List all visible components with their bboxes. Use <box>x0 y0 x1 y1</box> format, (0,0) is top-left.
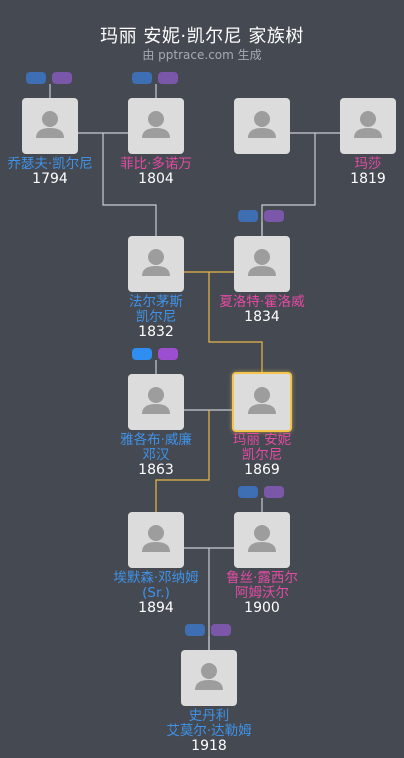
person-card-joseph[interactable] <box>22 98 78 154</box>
person-card-ruth[interactable] <box>234 512 290 568</box>
add-father-badge[interactable] <box>185 624 205 636</box>
descent-line-to-francis <box>102 133 157 236</box>
person-card-mary[interactable] <box>232 372 292 432</box>
add-mother-badge[interactable] <box>211 624 231 636</box>
person-name: 凯尔尼 <box>241 447 283 463</box>
person-birth-year: 1894 <box>138 600 174 616</box>
person-silhouette-icon <box>248 249 276 276</box>
person-silhouette-icon <box>248 111 276 138</box>
person-silhouette-icon <box>248 525 276 552</box>
person-card-martha[interactable] <box>340 98 396 154</box>
add-mother-badge[interactable] <box>264 210 284 222</box>
person-silhouette-icon <box>142 111 170 138</box>
add-mother-badge[interactable] <box>158 72 178 84</box>
person-birth-year: 1804 <box>138 171 174 187</box>
add-mother-badge[interactable] <box>158 348 178 360</box>
person-card-francis[interactable] <box>128 236 184 292</box>
person-name: 埃默森·邓纳姆 <box>113 570 199 586</box>
person-name: 玛丽 安妮 <box>232 432 292 448</box>
person-silhouette-icon <box>36 111 64 138</box>
page-title: 玛丽 安妮·凯尔尼 家族树 <box>100 26 304 47</box>
person-birth-year: 1819 <box>350 171 386 187</box>
person-birth-year: 1900 <box>244 600 280 616</box>
person-silhouette-icon <box>248 387 276 414</box>
person-silhouette-icon <box>142 525 170 552</box>
person-name: 菲比·多诺万 <box>120 156 192 172</box>
descent-line-to-mary <box>208 272 263 374</box>
person-card-stanley[interactable] <box>181 650 237 706</box>
add-father-badge[interactable] <box>238 210 258 222</box>
person-silhouette-icon <box>142 387 170 414</box>
person-name: 艾莫尔·达勒姆 <box>166 723 252 739</box>
add-father-badge[interactable] <box>132 72 152 84</box>
add-mother-badge[interactable] <box>52 72 72 84</box>
person-birth-year: 1794 <box>32 171 68 187</box>
person-name: 雅各布·威廉 <box>120 432 192 448</box>
person-name: 史丹利 <box>188 708 230 724</box>
person-silhouette-icon <box>142 249 170 276</box>
person-card-unknown[interactable] <box>234 98 290 154</box>
person-silhouette-icon <box>195 663 223 690</box>
person-name: 鲁丝·露西尔 <box>226 570 298 586</box>
person-birth-year: 1832 <box>138 324 174 340</box>
person-card-phoebe[interactable] <box>128 98 184 154</box>
person-name: 凯尔尼 <box>135 309 177 325</box>
add-mother-badge[interactable] <box>264 486 284 498</box>
page-subtitle: 由 pptrace.com 生成 <box>142 48 262 62</box>
person-birth-year: 1918 <box>191 738 227 754</box>
add-father-badge[interactable] <box>238 486 258 498</box>
person-name: 玛莎 <box>354 156 382 172</box>
person-silhouette-icon <box>354 111 382 138</box>
person-birth-year: 1834 <box>244 309 280 325</box>
person-name: 夏洛特·霍洛威 <box>219 294 305 310</box>
person-label-emerson: 埃默森·邓纳姆(Sr.)1894 <box>86 571 226 616</box>
person-birth-year: 1863 <box>138 462 174 478</box>
descent-line-to-emerson <box>155 410 210 512</box>
person-name: 乔瑟夫·凯尔尼 <box>7 156 93 172</box>
person-name: (Sr.) <box>142 585 170 601</box>
person-name: 法尔茅斯 <box>129 294 183 310</box>
person-name: 邓汉 <box>142 447 170 463</box>
person-card-emerson[interactable] <box>128 512 184 568</box>
person-name: 阿姆沃尔 <box>235 585 289 601</box>
person-card-charlotte[interactable] <box>234 236 290 292</box>
descent-line-to-charlotte <box>261 133 316 236</box>
add-father-badge[interactable] <box>26 72 46 84</box>
person-birth-year: 1869 <box>244 462 280 478</box>
add-father-badge[interactable] <box>132 348 152 360</box>
person-card-jacob[interactable] <box>128 374 184 430</box>
